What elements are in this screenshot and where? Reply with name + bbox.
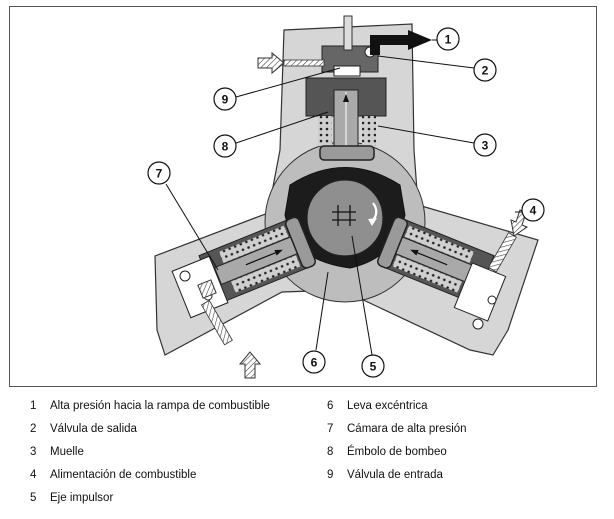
svg-text:3: 3 (482, 139, 489, 153)
svg-text:6: 6 (311, 356, 318, 370)
top-spring-right (362, 116, 376, 146)
left-feed-arrow-icon (238, 351, 262, 379)
left-pump-element (198, 216, 316, 305)
legend-text: Válvula de entrada (347, 469, 443, 481)
leader-lines (165, 39, 522, 356)
top-feed-arrow-icon (257, 51, 285, 75)
legend-text: Alimentación de combustible (50, 469, 197, 481)
left-valve-block (171, 255, 229, 319)
left-feed-channel (200, 299, 233, 346)
callout-7: 7 (147, 161, 171, 185)
callout-8: 8 (213, 134, 237, 158)
svg-text:5: 5 (370, 360, 377, 374)
top-roller-shoe (319, 145, 375, 161)
callout-9: 9 (213, 87, 237, 111)
pump-diagram: 1 2 3 4 5 6 7 8 (147, 15, 545, 379)
right-valve-block (453, 262, 507, 330)
callout-3: 3 (473, 133, 497, 157)
callout-5: 5 (361, 354, 385, 378)
svg-text:2: 2 (482, 64, 489, 78)
legend-text: Muelle (50, 446, 84, 458)
callout-2: 2 (473, 58, 497, 82)
callout-4: 4 (521, 198, 545, 222)
svg-text:1: 1 (445, 33, 452, 47)
legend-text: Cámara de alta presión (347, 423, 467, 435)
high-pressure-outlet-arrow-icon (370, 30, 432, 55)
legend-text: Leva excéntrica (347, 400, 428, 412)
drive-shaft (306, 179, 384, 257)
top-feed-channel (283, 59, 325, 67)
svg-text:7: 7 (156, 167, 163, 181)
top-spring-left (318, 116, 332, 146)
high-pressure-pipe (343, 15, 353, 51)
callout-6: 6 (302, 350, 326, 374)
legend-text: Émbolo de bombeo (347, 446, 447, 458)
right-feed-channel (487, 232, 517, 273)
svg-text:4: 4 (530, 204, 537, 218)
svg-text:8: 8 (222, 140, 229, 154)
shaft-center-mark (332, 205, 356, 226)
top-flow-arrow-icon (343, 94, 349, 102)
svg-text:9: 9 (222, 93, 229, 107)
callout-1: 1 (436, 27, 460, 51)
rotation-arrowhead-icon (368, 218, 377, 226)
legend-text: Eje impulsor (50, 492, 114, 504)
legend-text: Válvula de salida (50, 423, 137, 435)
inlet-valve-body (333, 65, 361, 77)
legend-text: Alta presión hacia la rampa de combustib… (50, 400, 270, 412)
